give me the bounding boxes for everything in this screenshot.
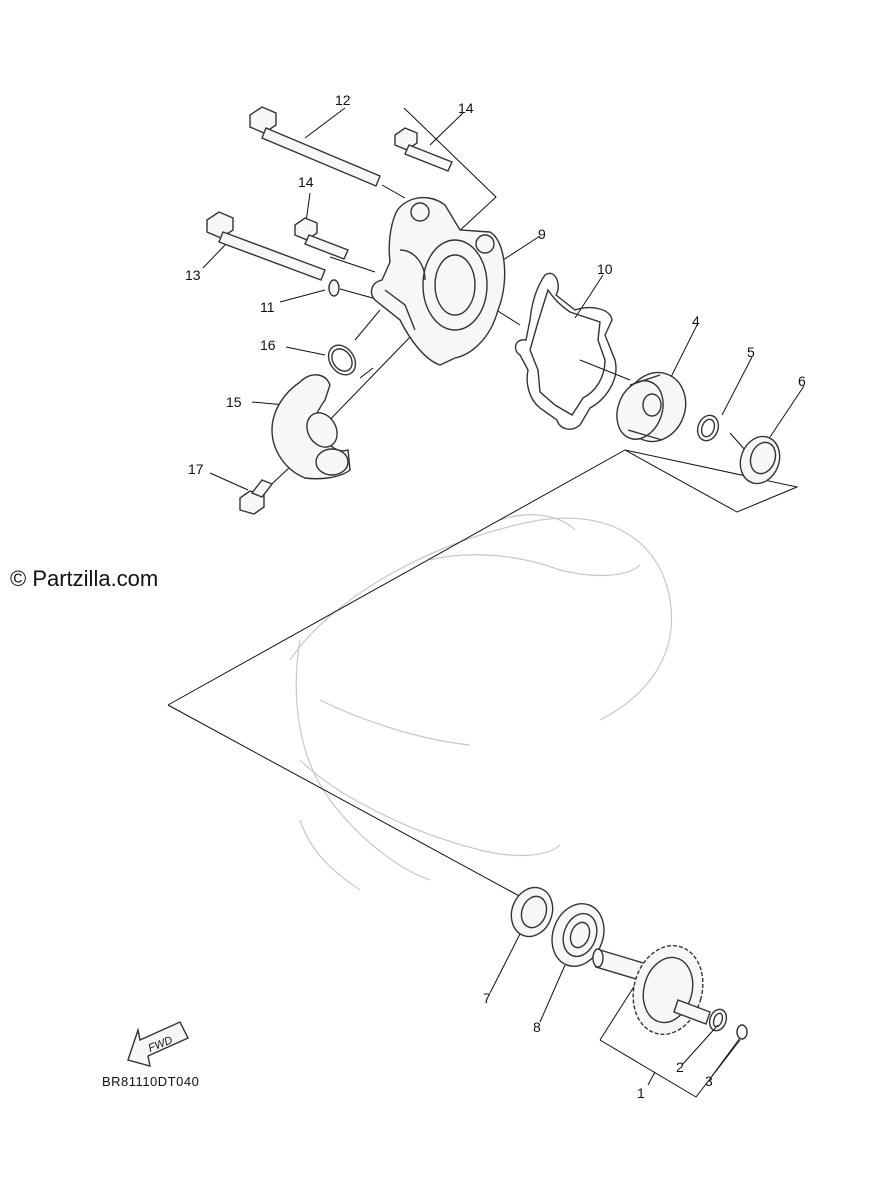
leader-lines: [167, 107, 805, 1098]
callout-14-upper: 14: [458, 100, 474, 116]
callout-9: 9: [538, 226, 546, 242]
gasket-10: [514, 272, 617, 430]
callout-10: 10: [597, 261, 613, 277]
washer-2: [708, 1008, 728, 1032]
callout-4: 4: [692, 313, 700, 329]
bolt-17: [239, 479, 274, 515]
callout-12: 12: [335, 92, 351, 108]
watermark: © Partzilla.com: [10, 566, 159, 591]
callout-2: 2: [676, 1059, 684, 1075]
callout-7: 7: [483, 990, 491, 1006]
impeller-4: [616, 371, 687, 443]
callout-11: 11: [260, 299, 275, 315]
water-pump-housing-9: [370, 196, 506, 366]
short-bolt-14-lower: [294, 217, 349, 260]
callout-16: 16: [260, 337, 276, 353]
long-bolt-13: [206, 211, 326, 281]
callout-5: 5: [747, 344, 755, 360]
circlip-3: [736, 1024, 748, 1040]
callout-1: 1: [637, 1085, 645, 1101]
callout-13: 13: [185, 267, 201, 283]
callout-8: 8: [533, 1019, 541, 1035]
oil-seal-7: [510, 886, 554, 938]
engine-case-outline: [289, 514, 673, 891]
callout-3: 3: [705, 1073, 713, 1089]
impeller-shaft-1: [592, 944, 711, 1036]
hose-elbow-15: [271, 374, 351, 480]
bearing-8: [551, 903, 605, 967]
callout-15: 15: [226, 394, 242, 410]
washer-5: [696, 414, 720, 442]
callout-17: 17: [188, 461, 204, 477]
short-bolt-14-upper: [394, 127, 453, 172]
fwd-arrow-icon: FWD: [127, 1021, 189, 1067]
o-ring-16: [327, 344, 357, 376]
callout-6: 6: [798, 373, 806, 389]
callout-14-lower: 14: [298, 174, 314, 190]
long-bolt-12: [249, 106, 381, 187]
diagram-code: BR81110DT040: [102, 1074, 200, 1089]
callout-labels: 12 14 14 9 10 13 11 4 16 5 6 15 17 7 8 2…: [185, 92, 806, 1101]
oil-seal-6: [739, 435, 781, 485]
washer-11: [328, 279, 340, 297]
